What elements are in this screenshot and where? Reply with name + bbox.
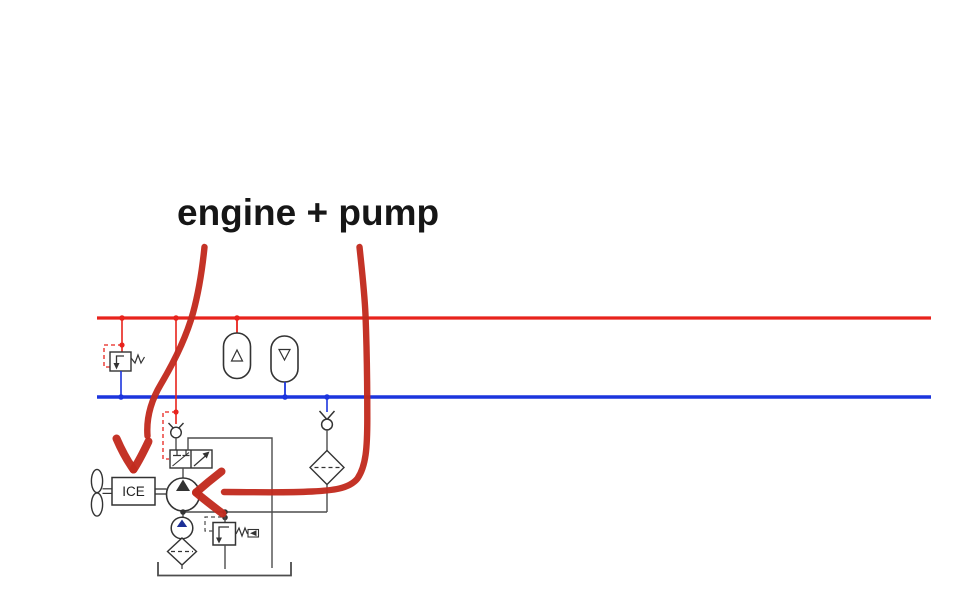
low-pressure-rail: [97, 394, 931, 400]
propeller-icon: [90, 468, 112, 517]
pilot-check-valve: [162, 318, 185, 460]
hp-accumulator: [222, 318, 252, 380]
annotation-arrow-engine: [112, 243, 208, 474]
high-pressure-rail: [97, 315, 931, 321]
annotation-arrow-pump: [192, 243, 371, 518]
charge-relief-valve: [204, 512, 260, 569]
hp-relief-valve: [103, 318, 146, 397]
tank: [157, 562, 292, 577]
annotation-title: engine + pump: [177, 192, 440, 233]
return-filter: [309, 449, 345, 512]
charge-pump: [170, 516, 194, 540]
lp-accumulator: [270, 335, 299, 397]
directional-valve-2-2: [169, 437, 273, 568]
main-pump: [165, 477, 201, 512]
engine-label: ICE: [122, 484, 145, 499]
suction-filter: [166, 537, 198, 569]
return-check-valve: [318, 397, 336, 451]
engine-box: ICE: [111, 476, 167, 506]
charge-line: [180, 509, 327, 521]
